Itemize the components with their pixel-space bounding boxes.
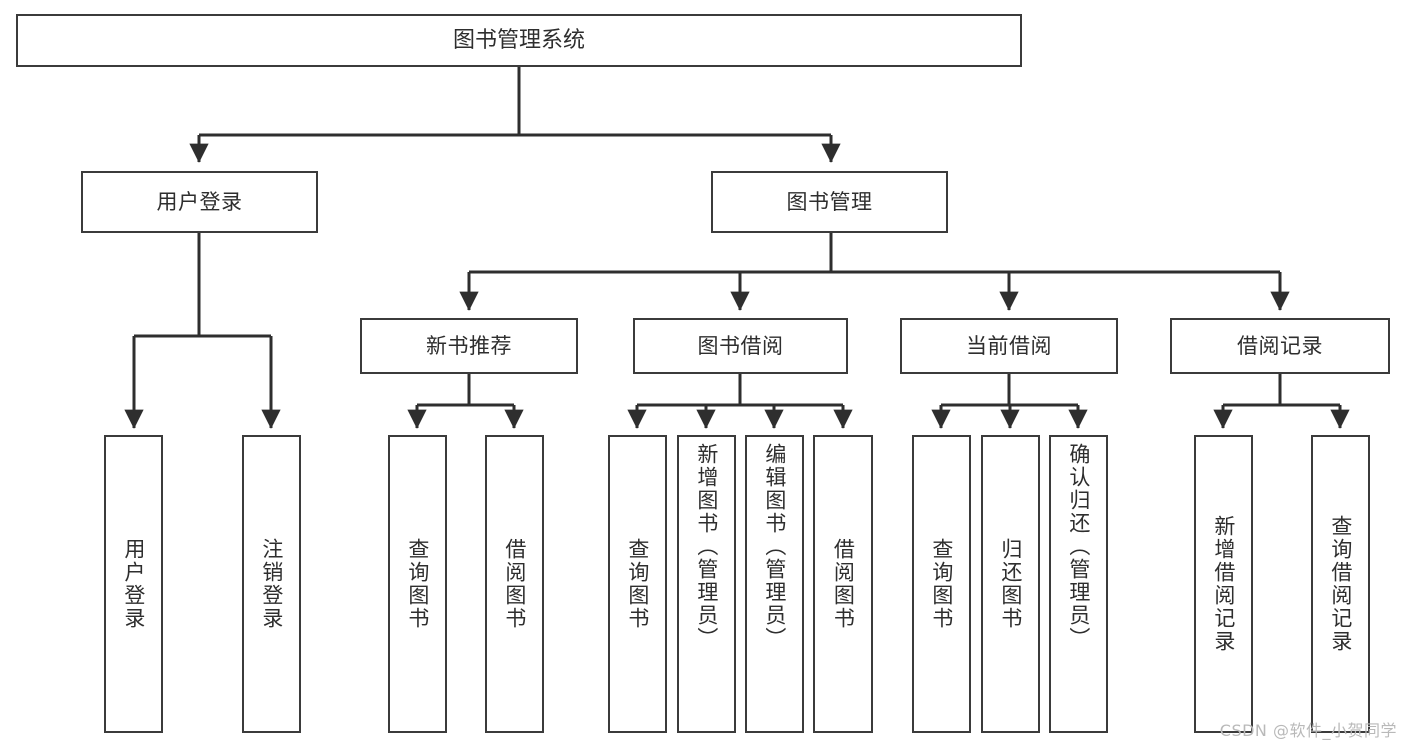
leaf-add-record-label: 新增借阅记录 <box>1211 515 1236 653</box>
leaf-edit-book-label: 编辑图书（管理员） <box>762 443 787 650</box>
leaf-borrow-book-2-label: 借阅图书 <box>831 538 856 630</box>
leaf-add-record[interactable]: 新增借阅记录 <box>1194 435 1253 733</box>
node-book-manage[interactable]: 图书管理 <box>711 171 948 233</box>
leaf-user-login-label: 用户登录 <box>121 538 146 630</box>
node-root[interactable]: 图书管理系统 <box>16 14 1022 67</box>
leaf-query-book-3-label: 查询图书 <box>929 538 954 630</box>
leaf-user-login[interactable]: 用户登录 <box>104 435 163 733</box>
node-book-borrow[interactable]: 图书借阅 <box>633 318 848 374</box>
leaf-borrow-book-2[interactable]: 借阅图书 <box>813 435 873 733</box>
leaf-return-book[interactable]: 归还图书 <box>981 435 1040 733</box>
leaf-return-book-label: 归还图书 <box>998 538 1023 630</box>
leaf-query-book-2-label: 查询图书 <box>625 538 650 630</box>
leaf-query-record[interactable]: 查询借阅记录 <box>1311 435 1370 733</box>
leaf-add-book[interactable]: 新增图书（管理员） <box>677 435 736 733</box>
leaf-edit-book[interactable]: 编辑图书（管理员） <box>745 435 804 733</box>
leaf-borrow-book-1-label: 借阅图书 <box>502 538 527 630</box>
node-book-manage-label: 图书管理 <box>786 189 873 214</box>
node-current-borrow[interactable]: 当前借阅 <box>900 318 1118 374</box>
node-new-book-recommend-label: 新书推荐 <box>426 333 512 358</box>
node-book-borrow-label: 图书借阅 <box>697 333 784 358</box>
leaf-confirm-return-label: 确认归还（管理员） <box>1066 443 1091 650</box>
leaf-borrow-book-1[interactable]: 借阅图书 <box>485 435 544 733</box>
leaf-logout-login-label: 注销登录 <box>259 538 284 630</box>
leaf-query-book-1-label: 查询图书 <box>405 538 430 630</box>
leaf-logout-login[interactable]: 注销登录 <box>242 435 301 733</box>
leaf-query-book-1[interactable]: 查询图书 <box>388 435 447 733</box>
node-user-login-label: 用户登录 <box>156 189 243 214</box>
leaf-query-record-label: 查询借阅记录 <box>1328 515 1353 653</box>
node-root-label: 图书管理系统 <box>452 27 585 53</box>
leaf-add-book-label: 新增图书（管理员） <box>694 443 719 650</box>
node-user-login[interactable]: 用户登录 <box>81 171 318 233</box>
node-new-book-recommend[interactable]: 新书推荐 <box>360 318 578 374</box>
node-borrow-record-label: 借阅记录 <box>1237 333 1323 358</box>
leaf-query-book-2[interactable]: 查询图书 <box>608 435 667 733</box>
leaf-confirm-return[interactable]: 确认归还（管理员） <box>1049 435 1108 733</box>
watermark: CSDN @软件_小贺同学 <box>1219 721 1397 740</box>
node-borrow-record[interactable]: 借阅记录 <box>1170 318 1390 374</box>
leaf-query-book-3[interactable]: 查询图书 <box>912 435 971 733</box>
node-current-borrow-label: 当前借阅 <box>966 333 1052 358</box>
